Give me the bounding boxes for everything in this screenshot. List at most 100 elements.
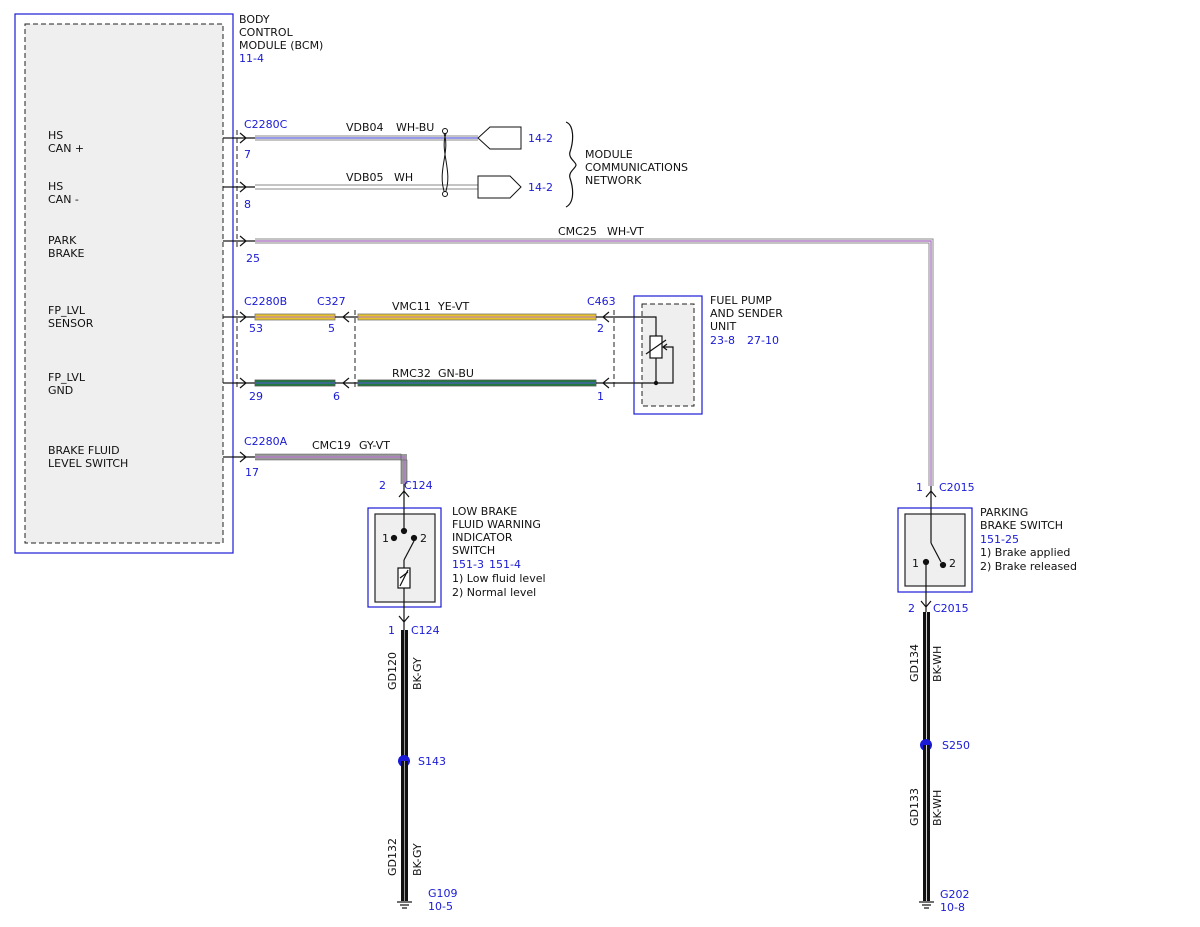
vdb05-circuit: VDB05 <box>346 171 384 184</box>
bcm-pin-label-brake-fluid-1: BRAKE FLUID <box>48 444 120 457</box>
c327-pin-5: 5 <box>328 322 335 335</box>
vdb04-color: WH-BU <box>396 121 434 134</box>
vdb04-circuit: VDB04 <box>346 121 384 134</box>
can-minus-arrow-icon <box>477 175 522 199</box>
gd132-circuit: GD132 <box>386 838 399 876</box>
ground-g202: G202 <box>940 888 970 901</box>
bcm-pin-label-brake-fluid-2: LEVEL SWITCH <box>48 457 128 470</box>
bcm-ref: 11-4 <box>239 52 264 65</box>
network-ref-plus: 14-2 <box>528 132 553 145</box>
c2015-bottom-chevron <box>920 592 932 612</box>
parking-brake-switch <box>897 507 973 593</box>
cmc25-circuit: CMC25 <box>558 225 597 238</box>
gd120-color: BK-GY <box>411 657 424 690</box>
pin-25: 25 <box>246 252 260 265</box>
lbf-label-3: INDICATOR <box>452 531 513 544</box>
pin-8: 8 <box>244 198 251 211</box>
fuel-pump-label-2: AND SENDER <box>710 307 783 320</box>
connector-c2280a: C2280A <box>244 435 288 448</box>
bcm-pin-label-hs-can-plus-2: CAN + <box>48 142 84 155</box>
lbf-state-1: 1) Low fluid level <box>452 572 546 585</box>
bcm-pin-label-hs-can-minus-1: HS <box>48 180 63 193</box>
pbs-switch-contact-icon <box>922 508 947 592</box>
pin-29: 29 <box>249 390 263 403</box>
wire-cmc19 <box>255 453 408 484</box>
wire-vdb04 <box>255 135 478 141</box>
bcm-pin-label-park-brake-2: BRAKE <box>48 247 84 260</box>
c2015-top-chevron <box>925 486 937 508</box>
connector-c327: C327 <box>317 295 346 308</box>
wire-vmc11-seg2 <box>357 313 597 321</box>
vdb05-color: WH <box>394 171 413 184</box>
pbs-label-1: PARKING <box>980 506 1028 519</box>
cmc25-color: WH-VT <box>607 225 644 238</box>
lbf-state-2: 2) Normal level <box>452 586 536 599</box>
fuel-pump-unit <box>633 295 703 415</box>
ground-g202-ref: 10-8 <box>940 901 965 914</box>
wire-gd120 <box>401 630 408 761</box>
lbf-ref-2: 151-4 <box>489 558 521 571</box>
fuel-pump-label-1: FUEL PUMP <box>710 294 772 307</box>
connector-c124-top: C124 <box>404 479 433 492</box>
c2015-top-pin: 1 <box>916 481 923 494</box>
splice-s143: S143 <box>418 755 446 768</box>
pbs-ref: 151-25 <box>980 533 1019 546</box>
c463-chevrons <box>596 311 634 389</box>
lbf-ref-1: 151-3 <box>452 558 484 571</box>
fuel-pump-ref-2: 27-10 <box>747 334 779 347</box>
connector-c463: C463 <box>587 295 616 308</box>
bcm-pin-label-hs-can-plus-1: HS <box>48 129 63 142</box>
network-ref-minus: 14-2 <box>528 181 553 194</box>
c327-pin-6: 6 <box>333 390 340 403</box>
wire-cmc25 <box>255 238 934 486</box>
pin-53: 53 <box>249 322 263 335</box>
gd133-circuit: GD133 <box>908 788 921 826</box>
pbs-switch-pin-2: 2 <box>949 557 956 570</box>
c124-top-chevron <box>398 484 410 508</box>
fuel-pump-ref-1: 23-8 <box>710 334 735 347</box>
bcm-title-3: MODULE (BCM) <box>239 39 323 52</box>
bcm-inner-box <box>24 23 224 544</box>
lbf-label-2: FLUID WARNING <box>452 518 541 531</box>
lbf-label-4: SWITCH <box>452 544 495 557</box>
bcm-pin-label-fp-sensor-2: SENSOR <box>48 317 94 330</box>
wire-gd132 <box>401 761 408 901</box>
connector-c2015-bottom: C2015 <box>933 602 969 615</box>
gd133-color: BK-WH <box>931 790 944 826</box>
wire-vdb05 <box>255 184 478 190</box>
rmc32-color: GN-BU <box>438 367 474 380</box>
vmc11-circuit: VMC11 <box>392 300 431 313</box>
bcm-pin-stubs <box>223 137 232 458</box>
twisted-pair <box>441 128 449 197</box>
low-brake-fluid-switch <box>367 507 442 608</box>
cmc19-color: GY-VT <box>359 439 390 452</box>
c327-chevrons <box>335 311 358 389</box>
c124-bottom-chevron <box>398 607 410 630</box>
fuel-pump-label-3: UNIT <box>710 320 737 333</box>
wire-vmc11-seg1 <box>254 313 336 321</box>
ground-g109: G109 <box>428 887 458 900</box>
pbs-label-2: BRAKE SWITCH <box>980 519 1063 532</box>
bcm-pin-label-hs-can-minus-2: CAN - <box>48 193 79 206</box>
ground-g109-ref: 10-5 <box>428 900 453 913</box>
lbf-switch-contact-icon <box>390 508 418 607</box>
c463-pin-2: 2 <box>597 322 604 335</box>
bcm-title-2: CONTROL <box>239 26 294 39</box>
connector-c2280c: C2280C <box>244 118 288 131</box>
connector-c124-bottom: C124 <box>411 624 440 637</box>
network-label-2: COMMUNICATIONS <box>585 161 688 174</box>
c2015-bottom-pin: 2 <box>908 602 915 615</box>
wire-rmc32-seg1 <box>254 379 336 387</box>
connector-c2015-top: C2015 <box>939 481 975 494</box>
gd134-circuit: GD134 <box>908 644 921 682</box>
lbf-label-1: LOW BRAKE <box>452 505 517 518</box>
wire-rmc32-seg2 <box>357 379 597 387</box>
bcm-outline <box>14 13 234 554</box>
pbs-state-2: 2) Brake released <box>980 560 1077 573</box>
lbf-switch-pin-2: 2 <box>420 532 427 545</box>
rmc32-circuit: RMC32 <box>392 367 431 380</box>
pbs-state-1: 1) Brake applied <box>980 546 1070 559</box>
gd120-circuit: GD120 <box>386 652 399 690</box>
fuel-sender-node <box>653 380 659 386</box>
